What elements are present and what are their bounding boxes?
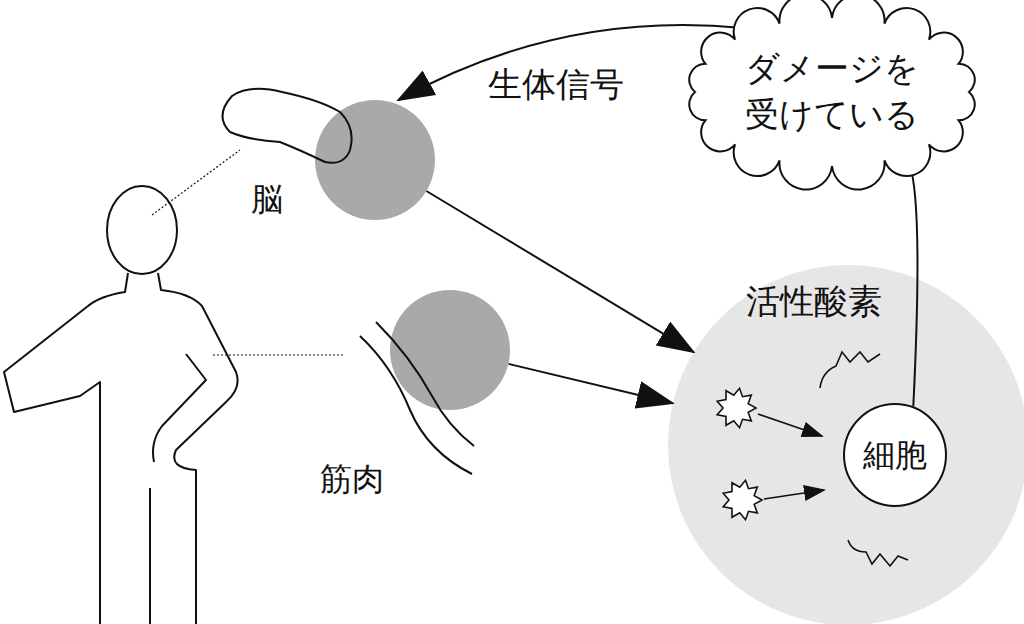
small-arrow [758, 414, 822, 436]
speech-cloud: ダメージを 受けている [683, 6, 981, 178]
cell-circle: 細胞 [843, 403, 947, 507]
muscle-outline [376, 322, 474, 446]
node-label: 筋肉 [320, 460, 384, 498]
cloud-outline [683, 6, 981, 178]
region-disc [668, 265, 1024, 624]
leader-line [152, 150, 240, 215]
brain-outline [222, 89, 351, 163]
node-label: 脳 [251, 180, 283, 218]
connector [508, 364, 673, 403]
muscle-outline [360, 336, 472, 474]
oxygen-region: 活性酸素細胞 [668, 265, 1024, 624]
person-outline [4, 186, 238, 624]
node-label: 活性酸素 [746, 281, 882, 322]
damage-mark [820, 352, 880, 388]
leader-line [213, 354, 345, 355]
starburst [717, 388, 762, 519]
edge-label: 生体信号 [484, 64, 628, 105]
damage-mark [848, 540, 908, 566]
starburst [717, 388, 756, 427]
brain-disc: 脳 [315, 100, 435, 220]
node-label: ダメージを 受けている [740, 46, 924, 138]
muscle-disc: 筋肉 [390, 290, 510, 410]
connector [910, 164, 918, 406]
small-arrow [764, 490, 824, 499]
starburst [723, 480, 762, 519]
node-label: 細胞 [863, 436, 927, 474]
